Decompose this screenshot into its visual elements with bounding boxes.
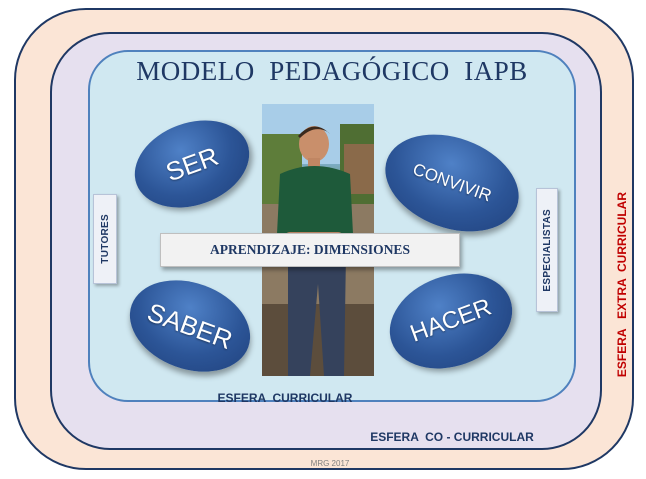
especialistas-label: ESPECIALISTAS: [541, 208, 553, 292]
extra-curricular-label: ESFERA EXTRA CURRICULAR: [615, 192, 629, 378]
ser-label: SER: [161, 140, 223, 187]
tutores-label: TUTORES: [99, 214, 111, 264]
convivir-label: CONVIVIR: [410, 159, 495, 206]
saber-label: SABER: [143, 296, 237, 355]
co-curricular-label: ESFERA CO - CURRICULAR: [370, 430, 534, 444]
especialistas-box: ESPECIALISTAS: [536, 188, 558, 312]
diagram-title: MODELO PEDAGÓGICO IAPB: [136, 56, 528, 86]
curricular-label: ESFERA CURRICULAR: [217, 391, 353, 405]
extra-curricular-label-box: ESFERA EXTRA CURRICULAR: [608, 170, 636, 400]
tutores-box: TUTORES: [93, 194, 117, 284]
credit-text: MRG 2017: [310, 459, 350, 468]
center-label: APRENDIZAJE: DIMENSIONES: [160, 233, 460, 267]
hacer-label: HACER: [406, 293, 495, 348]
